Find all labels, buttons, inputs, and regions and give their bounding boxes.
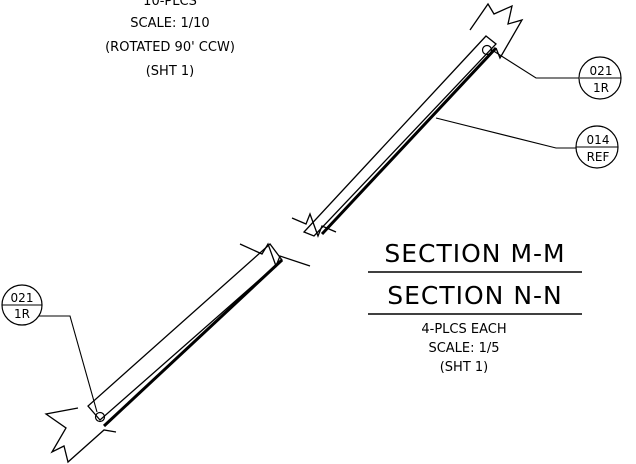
top-note-line2: SCALE: 1/10 [130,16,209,31]
balloon-021-1r-lower: 021 1R [1,284,43,326]
upper-bar-segment [291,2,524,238]
top-note-line3: (ROTATED 90' CCW) [105,40,235,55]
upper-bar-thick-edge [320,46,498,236]
leader-lines [29,49,580,413]
lower-hole [94,411,106,423]
section-title-m: SECTION M-M [384,239,565,268]
balloon-bottom-text: 1R [593,81,609,95]
leader-014 [435,117,576,149]
balloon-top-text: 021 [590,64,613,78]
top-note-line1: 10-PLCS [143,0,197,9]
section-scale-note: 4-PLCS EACH SCALE: 1/5 (SHT 1) [421,322,506,375]
top-scale-note: 10-PLCS SCALE: 1/10 (ROTATED 90' CCW) (S… [105,0,235,79]
upper-bar-outline [302,35,497,237]
balloon-bottom-text: 1R [14,307,30,321]
section-titles: SECTION M-M SECTION N-N [368,239,582,315]
lower-bar-outline [87,243,283,421]
balloon-top-text: 014 [587,133,610,147]
section-note-line2: SCALE: 1/5 [428,341,499,356]
lower-bar-segment [44,242,311,464]
leader-021-lower [29,315,98,413]
lower-break-line [239,242,311,268]
section-note-line3: (SHT 1) [440,360,489,375]
upper-break-line [291,212,337,238]
section-title-n: SECTION N-N [387,281,563,310]
top-note-line4: (SHT 1) [146,64,195,79]
balloon-014-ref: 014 REF [575,125,619,169]
lower-bar-thick-edge [102,258,284,428]
balloon-top-text: 021 [11,291,34,305]
balloon-021-1r-upper: 021 1R [578,56,622,100]
upper-hole [481,44,493,56]
leader-021-upper [491,49,580,79]
lower-end-cap [44,407,117,464]
upper-end-cap [469,2,524,60]
section-note-line1: 4-PLCS EACH [421,322,506,337]
balloon-bottom-text: REF [587,150,610,164]
